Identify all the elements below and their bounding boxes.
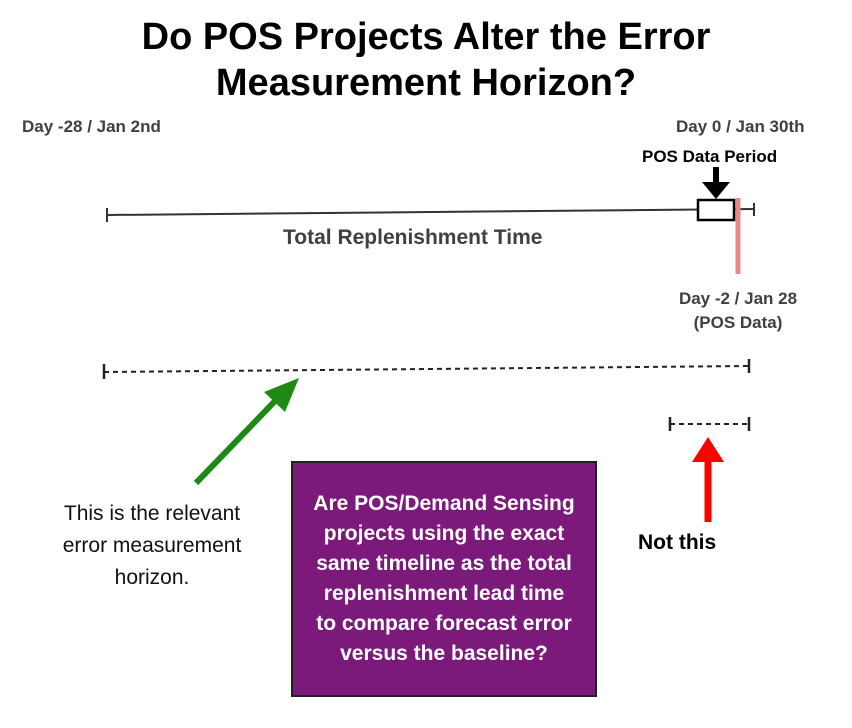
pos-data-period-label: POS Data Period — [642, 147, 778, 166]
start-day-label: Day -28 / Jan 2nd — [22, 117, 161, 136]
title-line-1: Do POS Projects Alter the Error — [141, 16, 711, 58]
pos-day-label: Day -2 / Jan 28 (POS Data) — [668, 287, 808, 335]
box-line-1: Are POS/Demand Sensing — [313, 492, 575, 515]
note-line-3: horizon. — [114, 566, 190, 589]
page-title: Do POS Projects Alter the Error Measurem… — [0, 14, 852, 106]
relevant-horizon-note: This is the relevant error measurement h… — [22, 498, 282, 594]
green-arrow-shaft — [193, 397, 279, 486]
green-arrow-head — [264, 378, 299, 412]
end-day-label: Day 0 / Jan 30th — [676, 117, 805, 136]
title-line-2: Measurement Horizon? — [215, 62, 637, 104]
pos-arrow-head — [702, 182, 730, 199]
pos-day-label-line-2: (POS Data) — [693, 313, 783, 332]
red-arrow-head — [692, 437, 724, 462]
pos-data-period-marker — [696, 167, 736, 222]
note-line-2: error measurement — [62, 534, 242, 557]
relevant-horizon-dashes — [103, 365, 750, 373]
red-arrow — [692, 437, 724, 522]
green-arrow — [193, 378, 299, 486]
not-this-label: Not this — [638, 531, 717, 554]
relevant-horizon-line — [102, 359, 751, 379]
total-replenishment-timeline — [106, 203, 755, 222]
question-box: Are POS/Demand Sensing projects using th… — [291, 461, 597, 697]
box-line-5: to compare forecast error — [316, 612, 572, 635]
pos-day-label-line-1: Day -2 / Jan 28 — [678, 289, 798, 308]
box-line-3: same timeline as the total — [316, 552, 572, 575]
short-horizon-line — [668, 417, 751, 431]
box-line-4: replenishment lead time — [323, 582, 565, 605]
pos-period-box — [696, 198, 736, 222]
box-line-6: versus the baseline? — [340, 642, 548, 665]
note-line-1: This is the relevant — [63, 502, 241, 525]
total-replenishment-label: Total Replenishment Time — [283, 226, 543, 249]
timeline-line — [106, 208, 755, 216]
box-line-2: projects using the exact — [323, 522, 565, 545]
